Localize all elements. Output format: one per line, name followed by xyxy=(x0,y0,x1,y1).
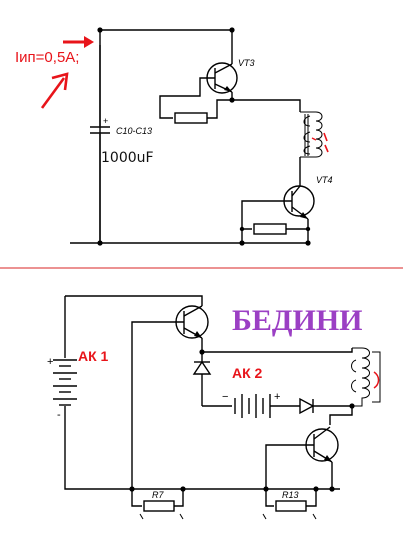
top-coil xyxy=(300,111,329,158)
junction-dot xyxy=(180,486,186,492)
svg-text:+: + xyxy=(274,391,280,403)
vt3-base-return-wire xyxy=(207,99,232,119)
junction-dot xyxy=(329,486,335,492)
vt3-base-wire xyxy=(159,77,215,119)
top-wire xyxy=(65,295,203,306)
emitter-to-coil-wire xyxy=(202,348,353,353)
bottom-coil xyxy=(351,347,381,407)
ak2-label: АК 2 xyxy=(232,365,263,381)
battery-ak1: + - xyxy=(47,356,77,421)
capacitor-c10-c13: + xyxy=(90,45,110,243)
bedini-title: БЕДИНИ xyxy=(232,304,363,337)
junction-dot xyxy=(229,27,235,33)
battery-ak2: − + xyxy=(222,391,280,418)
r13-return-wire xyxy=(306,489,317,507)
top-resistor-r13 xyxy=(253,223,287,235)
diode-horizontal xyxy=(299,397,352,415)
vt4-base-wire xyxy=(241,200,292,230)
r7-label: R7 xyxy=(152,490,164,500)
coil-to-lower-transistor-wire xyxy=(329,406,353,425)
cap-ref-label: C10-C13 xyxy=(116,126,152,136)
svg-text:+: + xyxy=(103,116,108,126)
vt4-label: VT4 xyxy=(316,175,333,185)
bottom-wire xyxy=(64,412,340,490)
r7-tick xyxy=(179,513,184,520)
resistor-r13 xyxy=(275,500,307,512)
cap-value-label: 1000uF xyxy=(101,150,154,166)
transistor-bottom xyxy=(305,426,339,489)
diode-vertical xyxy=(192,352,212,406)
transistor-top xyxy=(175,305,209,352)
r13-base-wire xyxy=(265,444,314,507)
transistor-vt4 xyxy=(283,185,315,243)
current-arrow-right xyxy=(63,36,94,48)
r13-tick xyxy=(262,513,267,520)
junction-dot xyxy=(97,27,103,33)
svg-text:−: − xyxy=(222,391,228,403)
junction-dot xyxy=(305,240,311,246)
bottom-circuit: БЕДИНИ + - АК 1 xyxy=(47,295,381,520)
junction-dot xyxy=(129,486,135,492)
top-rail-wire xyxy=(100,29,233,50)
current-label: Iип=0,5А; xyxy=(15,49,79,66)
vt3-emitter-wire xyxy=(232,99,301,112)
junction-dot xyxy=(313,486,319,492)
top-circuit: + C10-C13 1000uF VT3 xyxy=(15,27,333,246)
svg-text:+: + xyxy=(47,356,53,368)
r7-return-wire xyxy=(174,489,184,507)
resistor-r7 xyxy=(143,500,175,512)
junction-dot xyxy=(263,486,269,492)
vt3-label: VT3 xyxy=(238,58,255,68)
junction-dot xyxy=(305,226,311,232)
top-resistor-r7 xyxy=(174,112,208,124)
current-arrow-diagonal xyxy=(40,72,69,109)
ak1-label: АК 1 xyxy=(78,348,109,364)
transistor-vt3 xyxy=(206,50,238,100)
svg-text:-: - xyxy=(57,409,61,421)
r13-tick xyxy=(312,513,317,520)
r13-label: R13 xyxy=(282,490,299,500)
r7-base-wire xyxy=(131,321,184,507)
r7-tick xyxy=(139,513,144,520)
